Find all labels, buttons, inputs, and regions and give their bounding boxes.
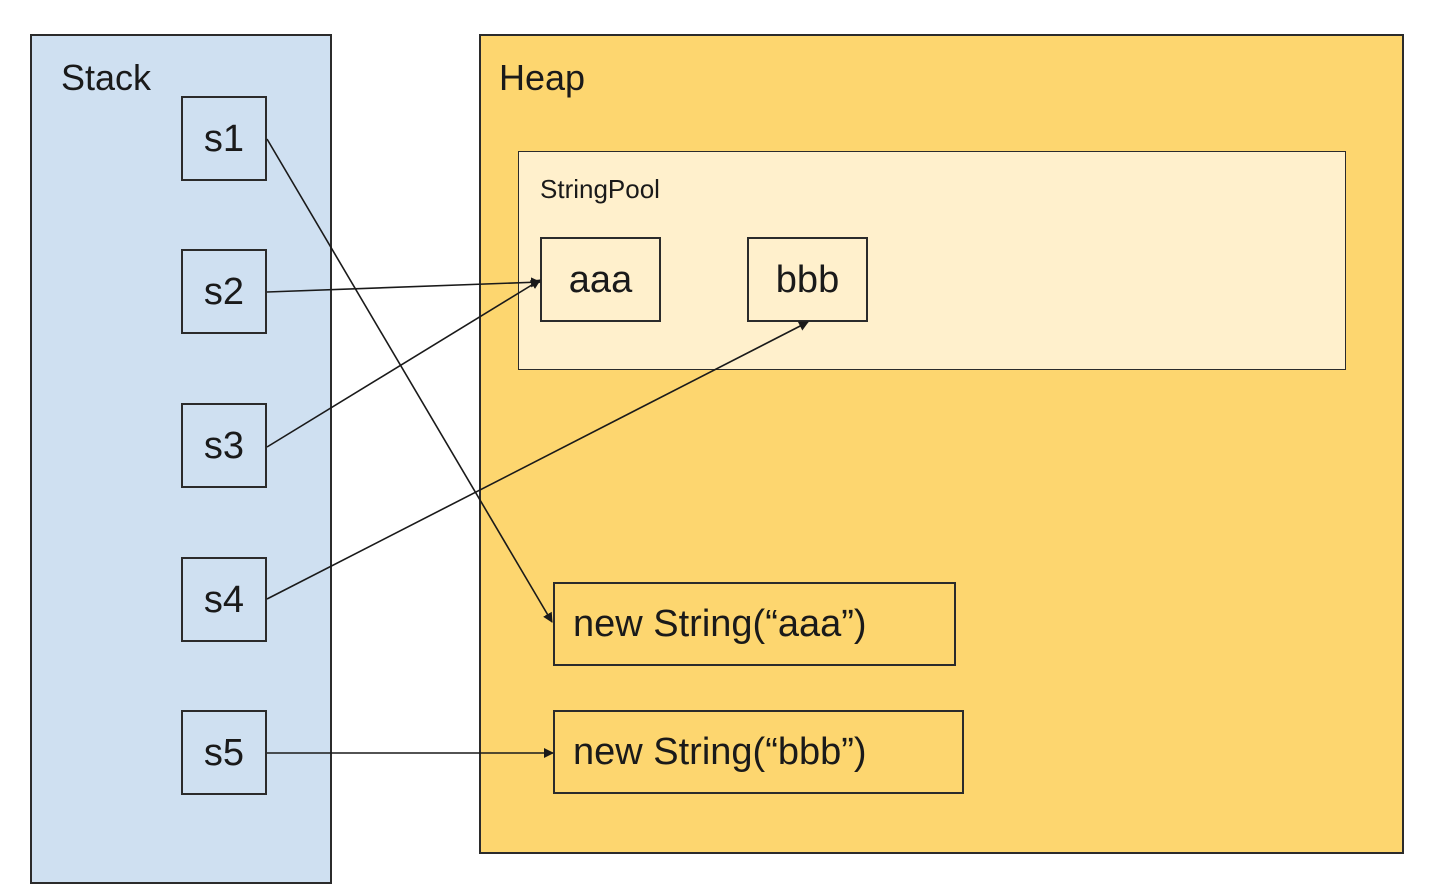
stack-var-s3: s3 xyxy=(181,403,267,488)
stack-var-s2: s2 xyxy=(181,249,267,334)
heap-object-aaa: new String(“aaa”) xyxy=(553,582,956,666)
string-pool-label: StringPool xyxy=(540,174,660,204)
pool-literal-aaa: aaa xyxy=(540,237,661,322)
heap-label: Heap xyxy=(499,57,586,98)
stack-var-s4: s4 xyxy=(181,557,267,642)
heap-object-bbb: new String(“bbb”) xyxy=(553,710,964,794)
stack-label: Stack xyxy=(61,57,152,98)
pool-literal-bbb: bbb xyxy=(747,237,868,322)
stack-var-s1: s1 xyxy=(181,96,267,181)
stack-var-s5: s5 xyxy=(181,710,267,795)
